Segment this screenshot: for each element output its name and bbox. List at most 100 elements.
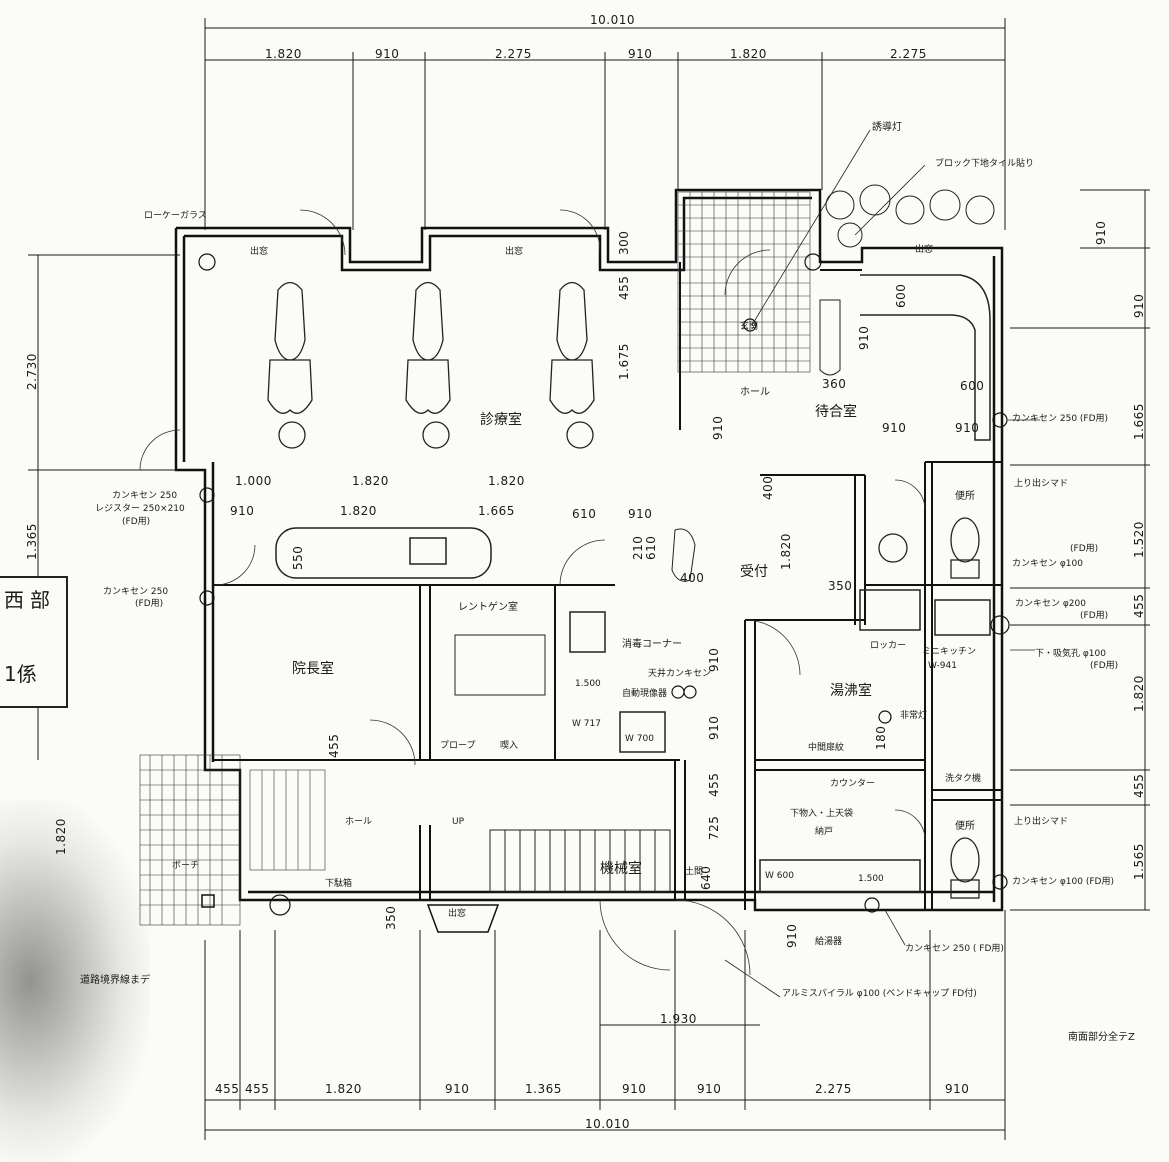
- room-shodoku: 消毒コーナー: [622, 639, 682, 650]
- note-w1500a: 1.500: [575, 679, 601, 689]
- bottom-dim-1: 455: [215, 1082, 240, 1096]
- inner-dim-14: 600: [894, 283, 908, 308]
- room-incho: 院長室: [292, 661, 334, 677]
- note-kanki-250b: カンキセン 250 ( FD用): [905, 944, 1004, 954]
- left-dim-1: 2.730: [25, 353, 39, 390]
- inner-dim-25: 610: [644, 535, 658, 560]
- note-agari-1: 上り出シマド: [1014, 479, 1069, 489]
- inner-dim-7: 610: [572, 507, 597, 521]
- room-toilet-1: 便所: [955, 491, 975, 502]
- room-roentgen: レントゲン室: [458, 602, 518, 613]
- room-porch: ポーチ: [172, 861, 200, 871]
- scan-smudge: [0, 800, 150, 1162]
- inner-dim-2: 1.820: [352, 474, 389, 488]
- note-left-fd: (FD用): [122, 517, 151, 527]
- stamp-box: 西 部 1係: [0, 576, 68, 708]
- right-dim-3: 1.665: [1132, 403, 1146, 440]
- note-tenjo: 天井カンキセン: [648, 669, 712, 679]
- bottom-dim-8: 2.275: [815, 1082, 852, 1096]
- note-w717: W 717: [572, 719, 601, 729]
- bottom-total-dim: 10.010: [585, 1117, 630, 1131]
- stamp-char-3: 1係: [4, 662, 37, 686]
- note-probe: プロープ: [440, 741, 476, 751]
- top-dim-2: 910: [375, 47, 400, 61]
- note-jido: 自動現像器: [622, 689, 668, 699]
- room-machiai: 待合室: [815, 404, 857, 420]
- inner-dim-5: 1.820: [340, 504, 377, 518]
- bottom-dim-6: 910: [622, 1082, 647, 1096]
- inner-dim-22: 1.820: [779, 533, 793, 570]
- note-kanki-200b: (FD用): [1080, 611, 1109, 621]
- inner-dim-6: 1.665: [478, 504, 515, 518]
- inner-dim-10: 910: [955, 421, 980, 435]
- right-dim-1: 910: [1094, 220, 1108, 245]
- dim-1930: 1.930: [660, 1012, 697, 1026]
- bottom-dim-7: 910: [697, 1082, 722, 1096]
- inner-dim-31: 350: [384, 905, 398, 930]
- stamp-char-1: 西: [4, 588, 24, 612]
- note-up: UP: [452, 817, 465, 827]
- room-yuwakashi: 湯沸室: [830, 683, 872, 699]
- note-left-regis: レジスター 250×210: [95, 504, 185, 514]
- note-shita-kyuki-b: (FD用): [1090, 661, 1119, 671]
- note-block: ブロック下地タイル貼り: [935, 159, 1035, 169]
- inner-dim-20: 400: [761, 475, 775, 500]
- note-minikitchen-code: W-941: [928, 661, 957, 671]
- inner-dim-34: 910: [711, 415, 725, 440]
- note-alumi: アルミスパイラル φ100 (ベンドキャップ FD付): [782, 989, 977, 999]
- bottom-dim-5: 1.365: [525, 1082, 562, 1096]
- room-hall-2: ホール: [345, 817, 373, 827]
- note-yudo: 誘導灯: [872, 122, 902, 133]
- inner-dim-1: 1.000: [235, 474, 272, 488]
- note-doma: 土間: [685, 867, 704, 877]
- label-demado-2: 出窓: [505, 247, 524, 257]
- label-chuma: 中間扉紋: [808, 743, 845, 753]
- inner-dim-9: 910: [882, 421, 907, 435]
- label-demado-south: 出窓: [448, 909, 467, 919]
- note-left-kanki: カンキセン 250: [112, 491, 178, 501]
- label-nando: 納戸: [815, 827, 834, 837]
- inner-dim-17: 600: [960, 379, 985, 393]
- bottom-dim-2: 455: [245, 1082, 270, 1096]
- top-dim-3: 2.275: [495, 47, 532, 61]
- inner-dim-24: 210: [631, 535, 645, 560]
- inner-dim-30: 640: [699, 865, 713, 890]
- inner-dim-19: 455: [327, 733, 341, 758]
- inner-dim-15: 910: [857, 325, 871, 350]
- label-locker: ロッカー: [870, 641, 907, 651]
- note-hijo: 非常灯: [900, 711, 928, 721]
- bottom-dim-9: 910: [945, 1082, 970, 1096]
- room-shinryo: 診療室: [480, 412, 522, 428]
- note-kansa: 喫入: [500, 741, 519, 751]
- bottom-dim-4: 910: [445, 1082, 470, 1096]
- right-dim-7: 455: [1132, 773, 1146, 798]
- note-dorojoho: 道路境界線まデ: [80, 975, 150, 986]
- note-w700: W 700: [625, 734, 654, 744]
- left-dim-2: 1.365: [25, 523, 39, 560]
- right-dim-2: 910: [1132, 293, 1146, 318]
- note-kanki-200: カンキセン φ200: [1015, 599, 1086, 609]
- bottom-dim-3: 1.820: [325, 1082, 362, 1096]
- stamp-char-2: 部: [30, 588, 50, 612]
- label-counter: カウンター: [830, 779, 876, 789]
- left-dim-3: 1.820: [54, 818, 68, 855]
- room-kikai: 機械室: [600, 861, 642, 877]
- note-kanki-r2b: (FD用): [1070, 544, 1099, 554]
- note-kanki-100b: カンキセン φ100 (FD用): [1012, 877, 1114, 887]
- note-w1500b: 1.500: [858, 874, 884, 884]
- inner-dim-16: 360: [822, 377, 847, 391]
- label-sentaku: 洗タク機: [945, 774, 982, 784]
- top-dim-6: 2.275: [890, 47, 927, 61]
- note-left-fd2: (FD用): [135, 599, 164, 609]
- inner-dim-4: 910: [230, 504, 255, 518]
- label-demado-3: 出窓: [915, 245, 934, 255]
- note-kyuto: 給湯器: [815, 937, 843, 947]
- inner-dim-11: 455: [617, 275, 631, 300]
- right-dim-5: 455: [1132, 593, 1146, 618]
- inner-dim-29: 725: [707, 815, 721, 840]
- label-demado-1: 出窓: [250, 247, 269, 257]
- inner-dim-26: 910: [707, 647, 721, 672]
- inner-dim-3: 1.820: [488, 474, 525, 488]
- note-minikitchen: ミニキッチン: [922, 647, 977, 657]
